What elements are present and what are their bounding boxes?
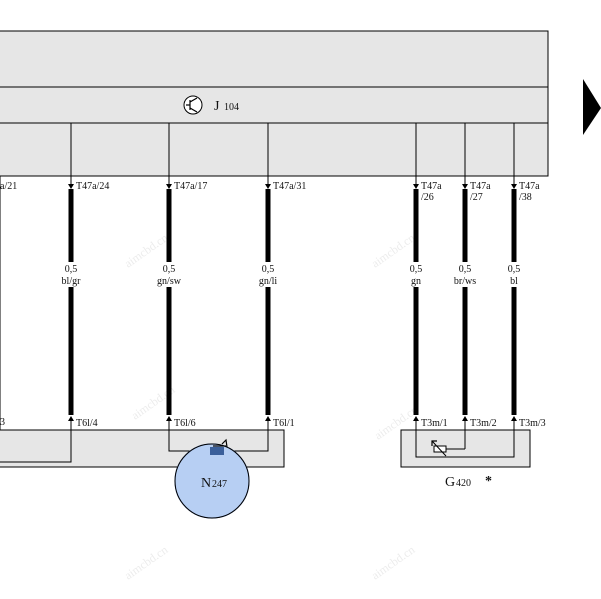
- wire-label-bg: [402, 262, 430, 287]
- next-page-arrow-icon[interactable]: [583, 79, 601, 135]
- connector-box-t6l: [0, 429, 285, 468]
- arrow-down-icon: [511, 184, 517, 189]
- sensor-g420: G 420 *: [415, 428, 515, 490]
- arrow-icon: [221, 438, 228, 448]
- wire-label-bg: [57, 262, 85, 287]
- control-unit-box: [0, 30, 549, 177]
- sensor-marker: *: [485, 474, 492, 489]
- arrow-up-icon: [68, 416, 74, 421]
- partial-pin-label: a/21: [0, 181, 17, 192]
- wire-size-label: 0,5: [459, 264, 472, 275]
- valve-number: 247: [212, 479, 227, 490]
- wire-color-label: bl/gr: [62, 276, 82, 287]
- wire-size-label: 0,5: [262, 264, 275, 275]
- control-unit-label: J: [214, 99, 220, 114]
- pin-label-bottom: T3m/2: [470, 418, 497, 429]
- wire-label-bg: [500, 262, 528, 287]
- pin-label-top: T47a/31: [273, 181, 306, 192]
- pin-label-top: T47a: [421, 181, 442, 192]
- partial-pin-label: 3: [0, 417, 5, 428]
- transistor-icon: [183, 95, 203, 115]
- wire-size-label: 0,5: [410, 264, 423, 275]
- pin-label-top: T47a/17: [174, 181, 207, 192]
- pin-label-top: /27: [470, 192, 483, 203]
- arrow-up-icon: [413, 416, 419, 421]
- arrow-down-icon: [413, 184, 419, 189]
- pin-label-top: T47a/24: [76, 181, 109, 192]
- wire-color-label: gn/li: [259, 276, 278, 287]
- flag-icon: [210, 447, 224, 455]
- arrow-up-icon: [166, 416, 172, 421]
- sensor-number: 420: [456, 478, 471, 489]
- watermark-text: aimcbd.cn: [369, 543, 418, 583]
- wire-color-label: br/ws: [454, 276, 476, 287]
- pin-label-top: T47a: [470, 181, 491, 192]
- wire-label-bg: [451, 262, 479, 287]
- pin-label-bottom: T6l/4: [76, 418, 98, 429]
- pin-label-bottom: T6l/1: [273, 418, 295, 429]
- arrow-down-icon: [265, 184, 271, 189]
- wire-color-label: gn: [411, 276, 421, 287]
- wire-layer: T47a/240,5bl/grT6l/4T47a/170,5gn/swT6l/6…: [0, 123, 546, 430]
- internal-wire: [0, 428, 72, 463]
- wire-color-label: bl: [510, 276, 518, 287]
- arrow-down-icon: [462, 184, 468, 189]
- control-unit-j104: J 104: [0, 30, 549, 177]
- wire-label-bg: [155, 262, 183, 287]
- arrow-down-icon: [166, 184, 172, 189]
- sensor-label: G: [445, 475, 455, 490]
- wire-label-bg: [254, 262, 282, 287]
- wire-size-label: 0,5: [65, 264, 78, 275]
- arrow-up-icon: [462, 416, 468, 421]
- pin-label-bottom: T3m/1: [421, 418, 448, 429]
- arrow-icon: [431, 440, 437, 446]
- arrow-down-icon: [68, 184, 74, 189]
- wire-size-label: 0,5: [163, 264, 176, 275]
- pin-label-bottom: T6l/6: [174, 418, 196, 429]
- valve-n247: N 247: [174, 438, 250, 519]
- arrow-up-icon: [265, 416, 271, 421]
- arrow-up-icon: [511, 416, 517, 421]
- pin-label-top: T47a: [519, 181, 540, 192]
- wire-size-label: 0,5: [508, 264, 521, 275]
- potentiometer-arrow: [431, 440, 447, 457]
- valve-outline: [174, 443, 250, 519]
- valve-label: N: [201, 476, 211, 491]
- internal-wire: [415, 428, 515, 458]
- wire-color-label: gn/sw: [157, 276, 182, 287]
- watermark-text: aimcbd.cn: [122, 543, 171, 583]
- pin-label-top: /26: [421, 192, 434, 203]
- control-unit-number: 104: [224, 102, 239, 113]
- pin-label-bottom: T3m/3: [519, 418, 546, 429]
- pin-label-top: /38: [519, 192, 532, 203]
